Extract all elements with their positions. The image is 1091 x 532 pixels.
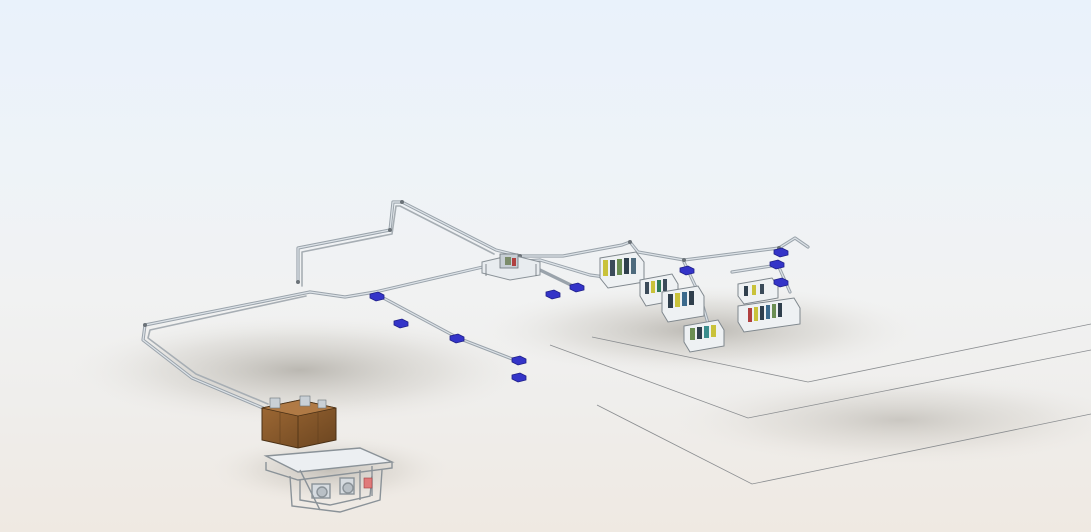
terminal-unit [773, 247, 789, 258]
equipment-rack-6 [737, 277, 779, 305]
terminal-units [369, 247, 789, 383]
equipment-rack-1 [599, 251, 645, 289]
terminal-unit [769, 259, 785, 270]
pump-skid [263, 447, 395, 513]
terminal-unit [679, 265, 695, 276]
terminal-unit [511, 372, 527, 383]
ground-shadows [70, 285, 1091, 505]
air-handling-unit-center [481, 253, 541, 281]
terminal-unit [545, 289, 561, 300]
equipment-rack-5 [737, 297, 801, 333]
terminal-unit [773, 277, 789, 288]
equipment-rack-3 [661, 285, 705, 323]
chiller-unit [261, 395, 337, 449]
equipment-rack-4 [683, 319, 725, 353]
terminal-unit [369, 291, 385, 302]
terminal-unit [393, 318, 409, 329]
terminal-unit [511, 355, 527, 366]
floor-outline-lines [549, 323, 1091, 485]
terminal-unit [449, 333, 465, 344]
terminal-unit [569, 282, 585, 293]
